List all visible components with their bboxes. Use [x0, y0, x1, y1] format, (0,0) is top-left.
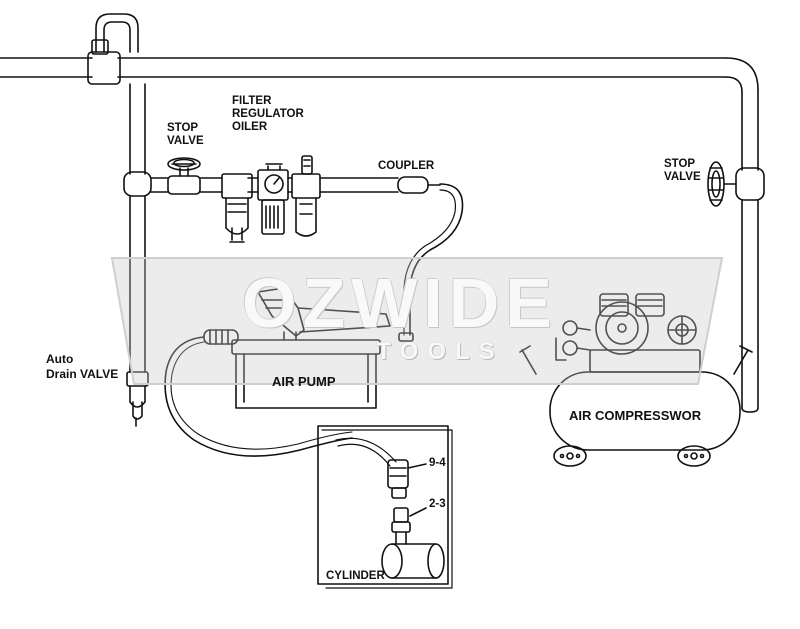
label-coupler: COUPLER: [378, 160, 435, 172]
cylinder-detail-box: [317, 425, 453, 589]
left-drop-pipe: [123, 83, 152, 373]
stop-valve-left: [167, 157, 201, 195]
coupler: [397, 176, 441, 194]
air-compressor: [519, 293, 753, 467]
label-air-compressor: AIR COMPRESSWOR: [569, 408, 702, 423]
foot-pedal-icon: [257, 287, 305, 337]
label-stop-valve-left: STOP VALVE: [167, 122, 204, 147]
watermark-banner: [110, 257, 724, 385]
label-stop-valve-right: STOP VALVE: [664, 158, 701, 183]
air-pump: [203, 287, 391, 409]
auto-drain-valve: [126, 371, 149, 427]
stop-valve-right: [707, 161, 765, 207]
label-part-2-3: 2-3: [429, 498, 446, 510]
filter-regulator-oiler-unit: [221, 155, 321, 243]
right-drop-pipe: [741, 89, 759, 413]
hydraulic-hose: [164, 336, 353, 457]
label-air-pump: AIR PUMP: [272, 374, 336, 389]
pressure-gauge-icon: [264, 174, 284, 194]
label-auto-drain-valve: Auto Drain VALVE: [46, 352, 119, 381]
label-part-9-4: 9-4: [429, 457, 446, 469]
label-filter-regulator-oiler: FILTER REGULATOR OILER: [232, 95, 304, 133]
watermark-brand: OZWIDE: [242, 264, 558, 342]
label-cylinder: CYLINDER: [326, 570, 385, 582]
watermark-sub: TOOLS: [376, 338, 504, 365]
air-hose-to-pump: [398, 183, 464, 342]
overhead-main-pipe: [0, 13, 759, 93]
frl-branch-pipe: [150, 177, 399, 193]
